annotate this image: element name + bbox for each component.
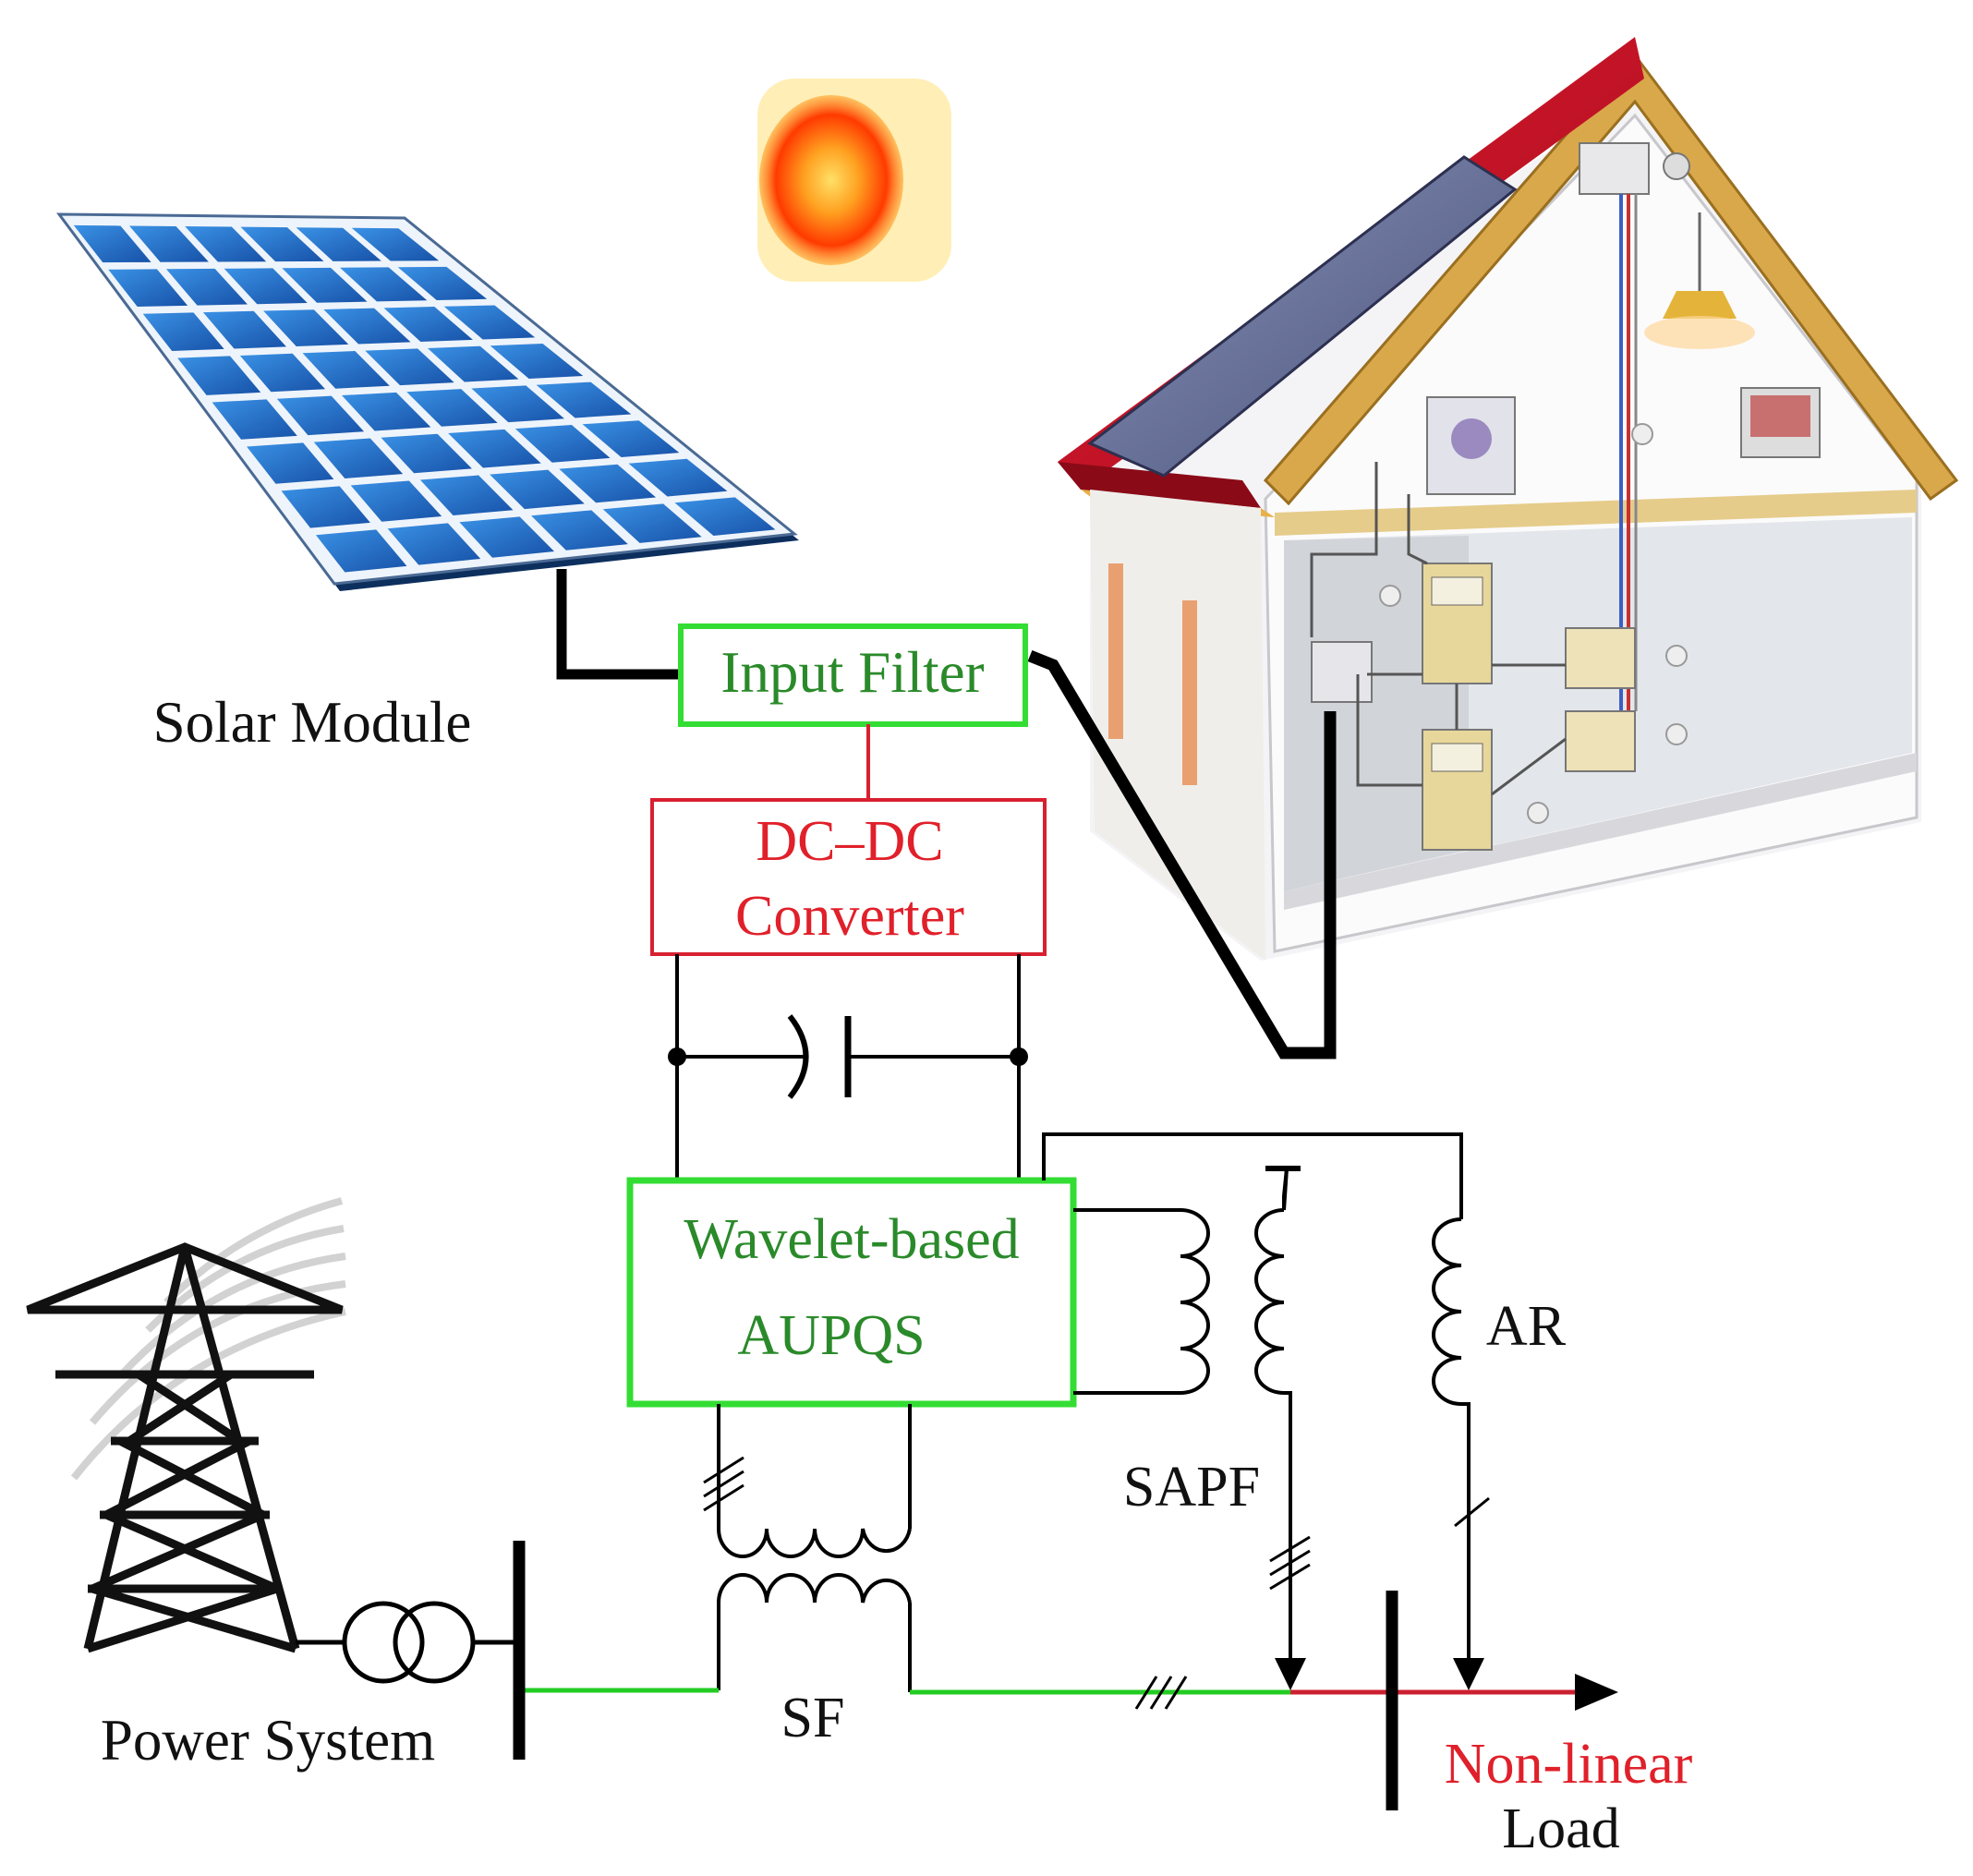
solar-cell: [185, 226, 267, 262]
transmission-tower-icon: [26, 1197, 346, 1653]
dcdc-label-line2: Converter: [735, 885, 964, 948]
solar-cell: [177, 356, 261, 395]
solar-cell: [296, 227, 381, 261]
solar-cell: [224, 268, 308, 305]
solar-cell: [73, 224, 151, 263]
solar-cell: [313, 438, 404, 478]
solar-cell: [459, 516, 555, 558]
solar-cell: [490, 469, 585, 510]
solar-cell: [471, 385, 564, 423]
ar-label: AR: [1486, 1295, 1567, 1358]
sf-label: SF: [781, 1687, 845, 1749]
solar-cell: [602, 503, 702, 543]
solar-cell: [281, 486, 370, 528]
load-label-line1: Non-linear: [1445, 1733, 1693, 1796]
solar-cell: [340, 267, 428, 302]
solar-cell: [263, 309, 349, 346]
solar-cell: [108, 269, 188, 308]
solar-cell: [240, 226, 324, 262]
sapf-label: SAPF: [1123, 1456, 1260, 1519]
solar-cell: [419, 475, 514, 515]
solar-cell: [365, 348, 454, 386]
solar-cell: [350, 480, 442, 522]
solar-cell: [514, 425, 611, 463]
solar-to-filter-wire: [556, 569, 684, 680]
input-filter-block: Input Filter: [678, 623, 1028, 727]
solar-cell: [387, 523, 481, 565]
solar-cell: [536, 381, 632, 418]
solar-cell: [531, 510, 628, 551]
load-label-line2: Load: [1502, 1797, 1619, 1860]
solar-cell: [559, 464, 657, 503]
ac-line: [519, 1591, 1618, 1810]
solar-cell: [490, 344, 584, 379]
capacitor-icon: [787, 1014, 852, 1099]
solar-module-label: Solar Module: [153, 690, 472, 755]
solar-cell: [212, 399, 297, 440]
dcdc-label-line1: DC–DC: [756, 810, 943, 873]
solar-cell: [282, 267, 368, 303]
aupqs-label-line2: AUPQS: [737, 1304, 925, 1367]
solar-cell: [247, 442, 334, 484]
filter-to-house-wire: [1027, 649, 1337, 1059]
solar-cell: [381, 433, 472, 474]
input-filter-label: Input Filter: [720, 640, 984, 705]
solar-cell: [202, 310, 286, 349]
solar-cell: [397, 266, 488, 300]
solar-cell: [582, 420, 680, 457]
solar-cell: [239, 353, 326, 393]
solar-cell: [443, 305, 536, 340]
sun-icon: [757, 79, 951, 282]
transformer-icon: [342, 1601, 476, 1684]
solar-cell: [142, 312, 224, 351]
solar-cell: [674, 497, 776, 536]
solar-cell: [302, 351, 390, 389]
solar-cell: [341, 392, 431, 431]
solar-panel-icon: [55, 212, 799, 591]
solar-cell: [128, 225, 209, 262]
solar-cell: [448, 429, 541, 468]
solar-cell: [427, 345, 519, 382]
sapf-branch: [1042, 1132, 1490, 1690]
power-system-label: Power System: [101, 1708, 435, 1773]
solar-cell: [351, 227, 440, 261]
solar-cell: [315, 529, 407, 573]
dcdc-converter-block: DC–DC Converter: [650, 798, 1047, 956]
solar-cell: [406, 389, 498, 427]
solar-cell: [628, 458, 728, 497]
house-icon: [1058, 37, 1959, 961]
solar-cell: [276, 395, 365, 436]
aupqs-block: Wavelet-based AUPQS: [626, 1177, 1077, 1408]
aupqs-label-line1: Wavelet-based: [684, 1208, 1019, 1271]
solar-cell: [165, 268, 248, 306]
solar-cell: [323, 308, 411, 345]
series-filter: [703, 1404, 912, 1692]
dc-link: [668, 954, 1028, 1180]
solar-cell: [383, 307, 473, 342]
